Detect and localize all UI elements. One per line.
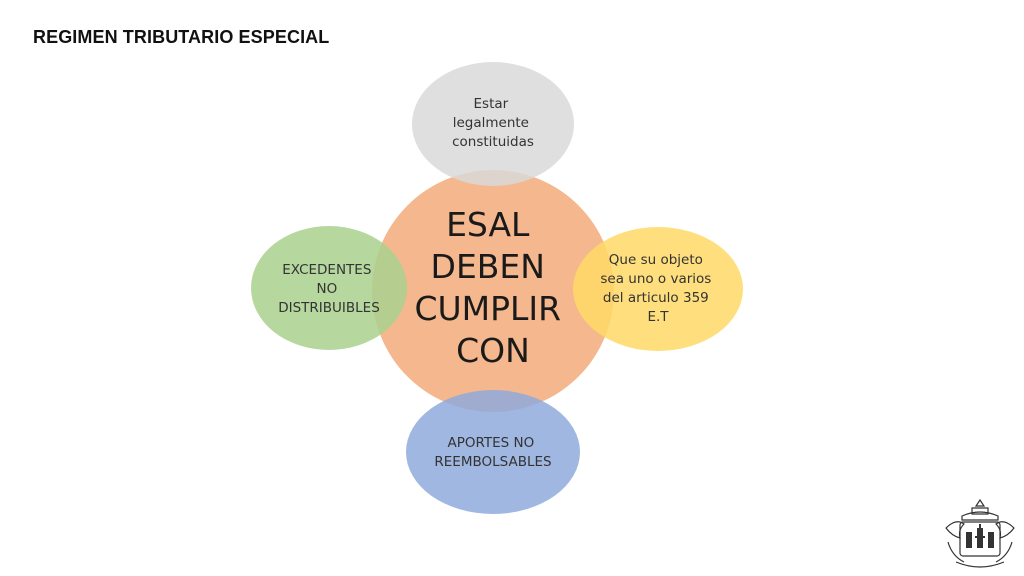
node-right-label: Que su objeto sea uno o varios del artic… (600, 252, 715, 325)
node-label-line: REEMBOLSABLES (434, 454, 551, 470)
node-label-line: EXCEDENTES (282, 262, 371, 278)
node-left-circle (251, 226, 407, 350)
page-title: REGIMEN TRIBUTARIO ESPECIAL (33, 27, 330, 47)
center-label-line: ESAL (446, 205, 530, 244)
node-label-line: del articulo 359 (603, 290, 709, 306)
node-label-line: Que su objeto (609, 252, 703, 268)
node-top-label: Estar legalmente constituidas (452, 96, 534, 150)
node-label-line: NO (316, 281, 337, 297)
center-label-line: CUMPLIR (414, 289, 561, 328)
node-label-line: E.T (647, 309, 669, 325)
university-crest-icon (945, 498, 1015, 568)
node-label-line: constituidas (452, 134, 534, 150)
node-top-circle (412, 62, 574, 186)
node-label-line: legalmente (453, 115, 529, 131)
node-label-line: sea uno o varios (600, 271, 711, 287)
node-label-line: APORTES NO (447, 435, 534, 451)
center-label-line: CON (456, 331, 530, 370)
center-label: ESAL DEBEN CUMPLIR CON (414, 205, 571, 370)
node-right-circle (573, 227, 743, 351)
center-circle (372, 170, 614, 412)
node-label-line: DISTRIBUIBLES (278, 300, 380, 316)
center-label-line: DEBEN (431, 247, 545, 286)
node-bottom-label: APORTES NO REEMBOLSABLES (434, 435, 551, 470)
node-left-label: EXCEDENTES NO DISTRIBUIBLES (278, 262, 380, 316)
node-label-line: Estar (474, 96, 509, 112)
node-bottom-circle (406, 390, 580, 514)
